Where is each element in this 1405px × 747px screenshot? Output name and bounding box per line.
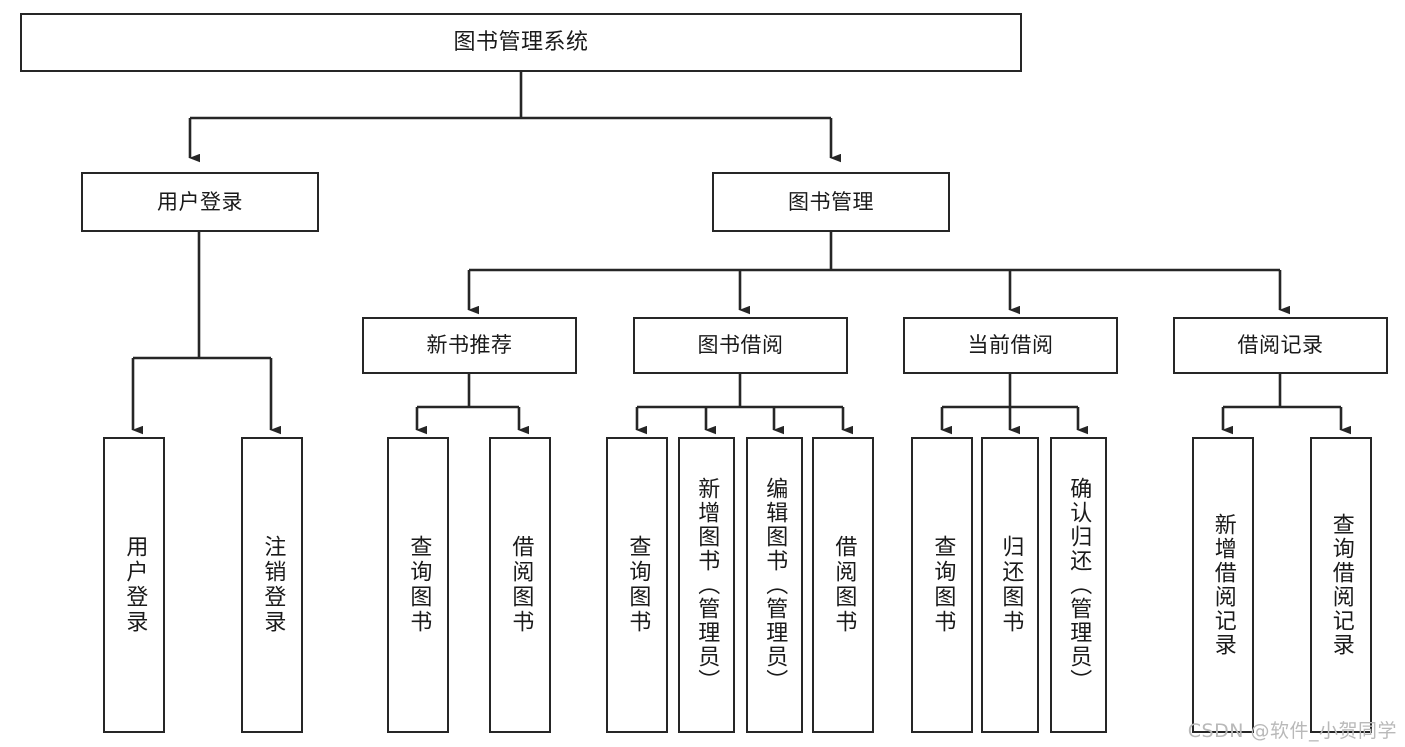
node-current-borrow[interactable]: 当前借阅	[903, 317, 1118, 374]
node-leaf-query-book-a-label: 查询图书	[406, 535, 432, 635]
node-book-borrow[interactable]: 图书借阅	[633, 317, 848, 374]
node-user-login-label: 用户登录	[157, 189, 243, 214]
node-leaf-user-login[interactable]: 用户登录	[103, 437, 165, 733]
node-leaf-return-book-label: 归还图书	[998, 535, 1024, 635]
node-leaf-borrow-book-a[interactable]: 借阅图书	[489, 437, 551, 733]
node-leaf-edit-book[interactable]: 编辑图书（管理员）	[746, 437, 803, 733]
node-new-book-rec[interactable]: 新书推荐	[362, 317, 577, 374]
node-leaf-add-book-label: 新增图书（管理员）	[694, 477, 720, 693]
node-leaf-query-book-b-label: 查询图书	[625, 535, 651, 635]
node-leaf-borrow-book-a-label: 借阅图书	[508, 535, 534, 635]
node-leaf-logout-label: 注销登录	[260, 535, 286, 635]
node-leaf-confirm-return[interactable]: 确认归还（管理员）	[1050, 437, 1107, 733]
node-leaf-query-book-c-label: 查询图书	[930, 535, 956, 635]
node-current-borrow-label: 当前借阅	[967, 333, 1054, 357]
node-borrow-record-label: 借阅记录	[1237, 333, 1324, 357]
node-leaf-confirm-return-label: 确认归还（管理员）	[1066, 477, 1092, 693]
node-leaf-logout[interactable]: 注销登录	[241, 437, 303, 733]
node-leaf-return-book[interactable]: 归还图书	[981, 437, 1039, 733]
node-leaf-edit-book-label: 编辑图书（管理员）	[762, 477, 788, 693]
node-leaf-query-book-c[interactable]: 查询图书	[911, 437, 973, 733]
node-leaf-borrow-book-b[interactable]: 借阅图书	[812, 437, 874, 733]
node-book-manage-label: 图书管理	[788, 189, 874, 214]
node-book-borrow-label: 图书借阅	[697, 333, 784, 357]
node-leaf-user-login-label: 用户登录	[122, 535, 148, 635]
node-root[interactable]: 图书管理系统	[20, 13, 1022, 72]
node-root-label: 图书管理系统	[453, 29, 589, 55]
node-book-manage[interactable]: 图书管理	[712, 172, 950, 232]
node-leaf-query-book-b[interactable]: 查询图书	[606, 437, 668, 733]
node-borrow-record[interactable]: 借阅记录	[1173, 317, 1388, 374]
node-leaf-query-book-a[interactable]: 查询图书	[387, 437, 449, 733]
node-leaf-query-record-label: 查询借阅记录	[1328, 513, 1354, 657]
node-leaf-borrow-book-b-label: 借阅图书	[831, 535, 857, 635]
node-leaf-query-record[interactable]: 查询借阅记录	[1310, 437, 1372, 733]
node-leaf-add-book[interactable]: 新增图书（管理员）	[678, 437, 735, 733]
node-leaf-add-record[interactable]: 新增借阅记录	[1192, 437, 1254, 733]
watermark-text: CSDN @软件_小贺同学	[1187, 720, 1397, 742]
node-leaf-add-record-label: 新增借阅记录	[1210, 513, 1236, 657]
node-new-book-rec-label: 新书推荐	[426, 333, 513, 357]
node-user-login[interactable]: 用户登录	[81, 172, 319, 232]
